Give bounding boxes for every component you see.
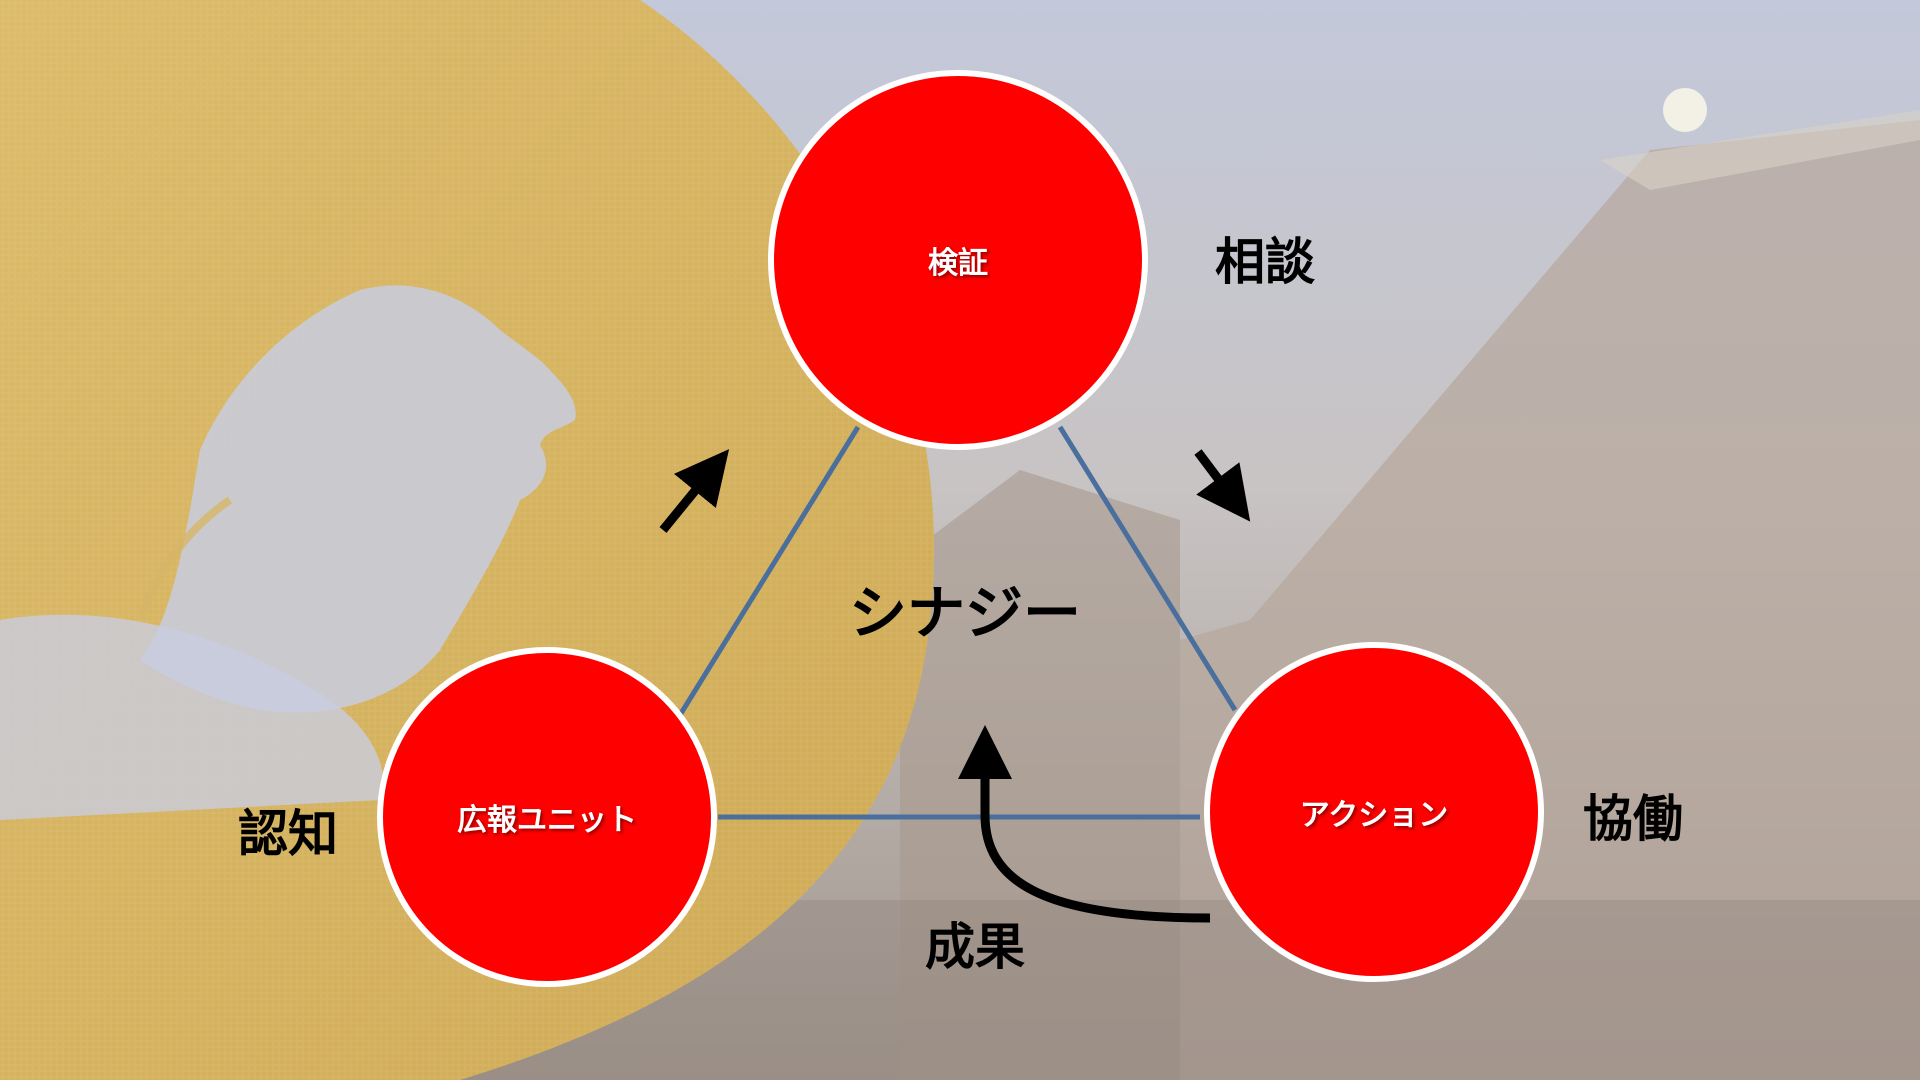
node-left-label: 広報ユニット	[457, 803, 637, 838]
label-collaboration: 協働	[1583, 790, 1683, 848]
center-label: シナジー	[848, 579, 1082, 647]
edge-top-left	[677, 425, 861, 717]
label-results: 成果	[925, 918, 1025, 976]
node-top-label: 検証	[928, 246, 988, 281]
arrow-down-right	[1194, 449, 1251, 522]
label-consultation: 相談	[1215, 233, 1315, 291]
lion-emblem	[140, 285, 576, 713]
arrow-up-right	[659, 449, 730, 533]
arrow-curved-up	[958, 725, 1211, 923]
label-awareness: 認知	[238, 805, 338, 863]
background-building-left	[900, 470, 1180, 1080]
edge-top-right	[1057, 425, 1238, 712]
node-right-circle	[1204, 642, 1544, 982]
node-top-circle	[768, 70, 1148, 450]
node-left-circle	[377, 647, 717, 987]
node-right-label: アクション	[1299, 798, 1449, 833]
street-lamp-glow	[1663, 88, 1707, 132]
